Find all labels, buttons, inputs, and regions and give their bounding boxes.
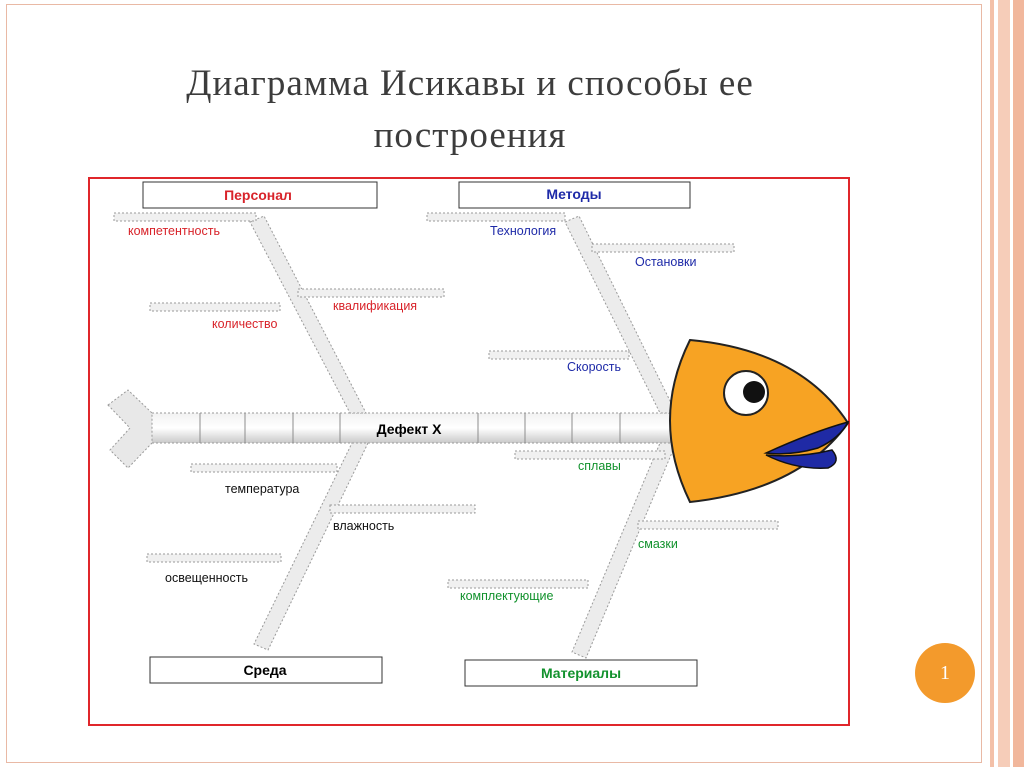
category-label-environment: Среда [243, 662, 286, 678]
cause-label: смазки [638, 537, 678, 551]
slide-title: Диаграмма Исикавы и способы ее построени… [60, 58, 880, 162]
bone-personnel [249, 215, 367, 414]
effect-label: Дефект Х [377, 421, 443, 437]
cause-label: сплавы [578, 459, 621, 473]
cause-label: количество [212, 317, 278, 331]
category-box-personnel [142, 181, 378, 209]
main-bones [249, 215, 677, 659]
category-box-environment [149, 656, 383, 684]
category-label-personnel: Персонал [224, 187, 292, 203]
category-label-methods: Методы [546, 186, 601, 202]
sub-bones [113, 212, 779, 589]
page-number-badge: 1 [915, 643, 975, 703]
title-line-1: Диаграмма Исикавы и способы ее [186, 63, 754, 104]
cause-label: Остановки [635, 255, 696, 269]
cause-label: Скорость [567, 360, 621, 374]
fish-lower-lip [765, 449, 837, 469]
cause-label: влажность [333, 519, 394, 533]
cause-label: температура [225, 482, 299, 496]
decorative-stripes [982, 0, 1024, 767]
cause-label: Технология [490, 224, 556, 238]
category-boxes [142, 181, 698, 687]
spine [107, 389, 673, 469]
category-label-materials: Материалы [541, 665, 621, 681]
cause-label: компетентность [128, 224, 220, 238]
title-line-2: построения [373, 115, 567, 156]
cause-label: комплектующие [460, 589, 554, 603]
bone-methods [564, 215, 677, 414]
cause-label: квалификация [333, 299, 417, 313]
bone-materials [571, 442, 677, 659]
category-box-methods [458, 181, 691, 209]
category-box-materials [464, 659, 698, 687]
fish-upper-lip [763, 420, 850, 455]
fish-head [669, 338, 850, 504]
fish-pupil [743, 381, 765, 403]
cause-label: освещенность [165, 571, 248, 585]
bone-environment [253, 442, 369, 651]
